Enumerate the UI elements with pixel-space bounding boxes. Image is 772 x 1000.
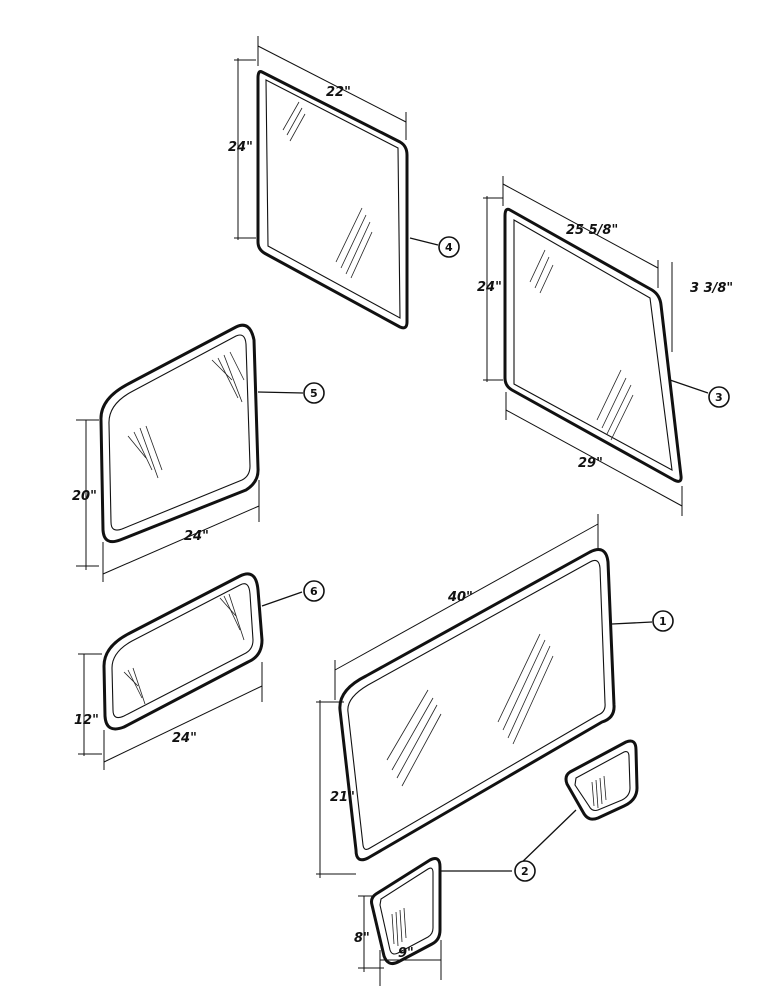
callout-2: 2 — [514, 860, 536, 882]
svg-text:4: 4 — [445, 241, 453, 254]
part-5-glass: 20" 24" 5 — [72, 323, 325, 582]
part-1-width-label: 40" — [447, 590, 473, 605]
svg-text:6: 6 — [310, 585, 318, 598]
part-5-width-label: 24" — [184, 529, 209, 544]
part-1-glass: 40" 21" 1 — [316, 514, 674, 878]
part-6-glass: 12" 24" 6 — [74, 572, 325, 770]
part-3-glass: 25 5/8" 24" 3 3/8" 29" 3 — [477, 176, 733, 516]
part-3-offset-label: 3 3/8" — [690, 281, 733, 296]
part-6-width-label: 24" — [172, 731, 197, 746]
part-4-width-label: 22" — [326, 85, 351, 100]
part-2-glass: 8" 9" 2 — [354, 739, 639, 986]
part-1-height-label: 21" — [330, 790, 355, 805]
part-3-top-label: 25 5/8" — [566, 223, 618, 238]
part-6-height-label: 12" — [74, 713, 99, 728]
callout-5: 5 — [303, 382, 325, 404]
part-4-glass: 22" 24" 4 — [228, 36, 460, 330]
part-4-height-label: 24" — [228, 140, 253, 155]
callout-1: 1 — [652, 610, 674, 632]
callout-3: 3 — [708, 386, 730, 408]
callout-6: 6 — [303, 580, 325, 602]
part-2-width-label: 9" — [398, 946, 414, 961]
part-5-height-label: 20" — [72, 489, 97, 504]
svg-text:5: 5 — [310, 387, 318, 400]
svg-text:1: 1 — [659, 615, 667, 628]
svg-text:2: 2 — [521, 865, 529, 878]
part-3-height-label: 24" — [477, 280, 502, 295]
callout-4: 4 — [438, 236, 460, 258]
part-3-bottom-label: 29" — [578, 456, 603, 471]
part-2-height-label: 8" — [354, 931, 370, 946]
svg-text:3: 3 — [715, 391, 723, 404]
